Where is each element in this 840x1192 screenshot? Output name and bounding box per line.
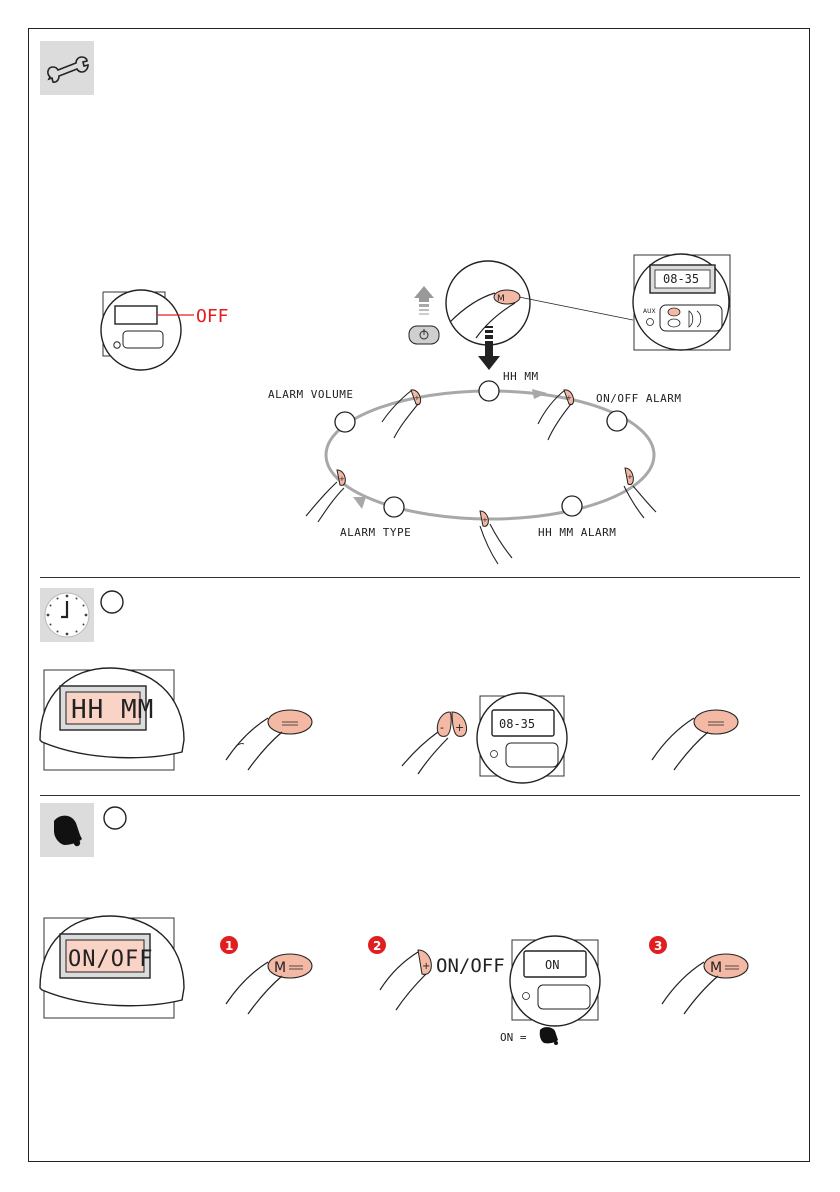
bell-legend-icon [540, 1027, 558, 1045]
cycle-node-alarm-type [384, 497, 404, 517]
svg-text:+: + [414, 394, 420, 402]
minus-plus-finger[interactable]: - + [402, 712, 467, 774]
svg-text:+: + [422, 961, 430, 972]
svg-text:M: M [497, 294, 505, 304]
device-clock-display: AUX [633, 254, 730, 350]
svg-text:+: + [566, 394, 572, 402]
lcd-text-on-off: ON/OFF [68, 947, 153, 972]
svg-text:M: M [274, 960, 286, 976]
svg-text:+: + [482, 516, 488, 524]
svg-text:+: + [627, 473, 633, 481]
cycle-node-on-off-alarm [607, 411, 627, 431]
plus-button-finger[interactable]: + [306, 470, 345, 522]
on-off-instruction: ON/OFF [436, 955, 505, 977]
cycle-arrow-icon [353, 497, 366, 509]
svg-text:+: + [455, 721, 464, 734]
svg-text:2: 2 [373, 939, 381, 953]
svg-text:3: 3 [654, 939, 662, 953]
power-button[interactable] [409, 326, 439, 344]
cycle-label-alarm-type: ALARM TYPE [340, 526, 411, 539]
mode-button-finger[interactable]: M [662, 954, 748, 1014]
svg-text:-: - [440, 721, 444, 734]
svg-text:1: 1 [225, 939, 233, 953]
clock-time-readout: 08-35 [663, 272, 699, 286]
off-status-label: OFF [196, 306, 229, 327]
plus-button-finger[interactable]: + [382, 390, 421, 438]
lcd-text-hh-mm: HH MM [71, 695, 154, 725]
mode-button-finger[interactable]: M [226, 954, 312, 1014]
cycle-label-alarm-volume: ALARM VOLUME [268, 388, 353, 401]
plus-button-finger[interactable]: + [624, 468, 656, 518]
setup-cycle-ring [326, 391, 654, 519]
svg-text:AUX: AUX [643, 308, 656, 315]
plus-button-finger[interactable]: + [380, 950, 431, 1010]
cycle-label-hh-mm: HH MM [503, 370, 539, 383]
cycle-node-hh-mm [479, 381, 499, 401]
alarm-on-readout: ON [545, 958, 559, 972]
svg-text:+: + [339, 475, 345, 483]
device-clock-display-small [477, 693, 567, 783]
on-legend-label: ON = [500, 1031, 527, 1044]
cycle-arrow-icon [532, 389, 547, 399]
mode-button-finger[interactable] [226, 710, 312, 770]
device-off-display [101, 290, 194, 370]
cycle-node-alarm-volume [335, 412, 355, 432]
cycle-label-hh-mm-alarm: HH MM ALARM [538, 526, 616, 539]
device-on-display [510, 936, 600, 1026]
cycle-node-hh-mm-alarm [562, 496, 582, 516]
mode-button-finger[interactable] [652, 710, 738, 770]
step-circle [101, 591, 123, 613]
clock-time-readout-small: 08-35 [499, 717, 535, 731]
cycle-label-on-off-alarm: ON/OFF ALARM [596, 392, 681, 405]
step-circle [104, 807, 126, 829]
svg-text:M: M [710, 960, 722, 976]
up-arrow-icon [414, 286, 434, 315]
